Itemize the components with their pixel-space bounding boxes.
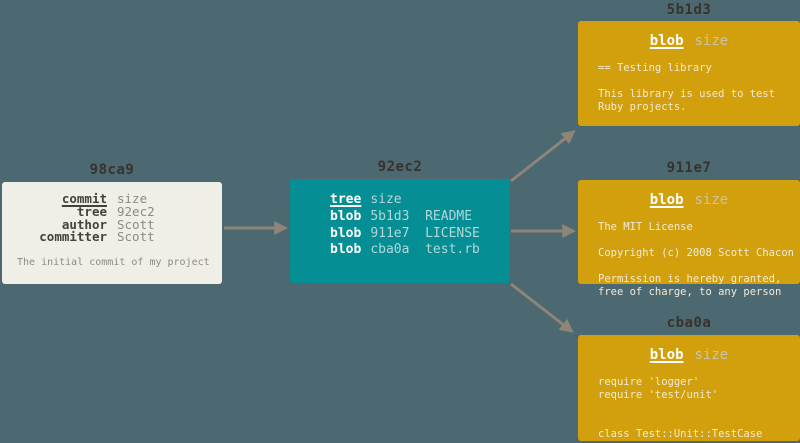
commit-field-label: tree — [76, 203, 107, 219]
blob-header-size: size — [694, 33, 729, 49]
blob-content: == Testing library This library is used … — [598, 62, 776, 113]
blob-header: blob size — [578, 335, 800, 365]
tree-entry-value: size — [370, 192, 402, 207]
blob-object-title: 5b1d3 — [666, 2, 712, 18]
tree-entry: blob cba0a test.rb — [330, 242, 510, 259]
commit-object-title: 98ca9 — [89, 162, 135, 178]
tree-entries: tree size blob 5b1d3 README blob 911e7 LICE… — [290, 179, 510, 259]
tree-object-box: tree size blob 5b1d3 README blob 911e7 LICE… — [290, 179, 510, 283]
tree-entry-type: tree — [330, 192, 362, 207]
tree-entry: blob 5b1d3 README — [330, 209, 510, 226]
tree-entry-value: 911e7 LICENSE — [370, 225, 480, 241]
blob-header-size: size — [694, 192, 729, 208]
tree-object-title: 92ec2 — [377, 159, 423, 175]
commit-field-label: committer — [39, 229, 107, 245]
tree-entry-value: 5b1d3 README — [370, 208, 473, 224]
tree-entry-type: blob — [330, 208, 362, 224]
blob-header: blob size — [578, 180, 800, 210]
blob-header: blob size — [578, 21, 800, 51]
blob-header-label: blob — [649, 33, 684, 49]
blob-object-title: cba0a — [666, 315, 712, 331]
commit-message: The initial commit of my project — [17, 257, 210, 269]
commit-field-label: author — [61, 216, 107, 232]
blob-content: require 'logger' require 'test/unit' cla… — [598, 376, 763, 440]
blob-header-label: blob — [649, 347, 684, 363]
blob-content: The MIT License Copyright (c) 2008 Scott… — [598, 221, 794, 298]
commit-field-value: Scott — [117, 229, 155, 245]
commit-field-value: Scott — [117, 216, 155, 232]
blob-object-box-911e7: blob size The MIT License Copyright (c) 2… — [578, 180, 800, 298]
tree-entry: blob 911e7 LICENSE — [330, 226, 510, 243]
tree-entry-value: cba0a test.rb — [370, 242, 480, 258]
blob-object-box-cba0a: blob size require 'logger' require 'test/… — [578, 335, 800, 441]
tree-entry-type: blob — [330, 242, 362, 258]
blob-header-size: size — [694, 347, 729, 363]
blob-object-title: 911e7 — [666, 160, 712, 176]
commit-field-label: commit — [61, 191, 107, 206]
blob-object-box-5b1d3: blob size == Testing library This library… — [578, 21, 800, 126]
tree-entry-type: blob — [330, 225, 362, 241]
arrow-tree-to-blob-5b1d3 — [510, 130, 576, 183]
commit-field-value: size — [117, 191, 148, 206]
commit-field-value: 92ec2 — [117, 203, 155, 219]
tree-entry: tree size — [330, 192, 510, 209]
arrow-tree-to-blob-cba0a — [510, 282, 574, 333]
blob-header-label: blob — [649, 192, 684, 208]
